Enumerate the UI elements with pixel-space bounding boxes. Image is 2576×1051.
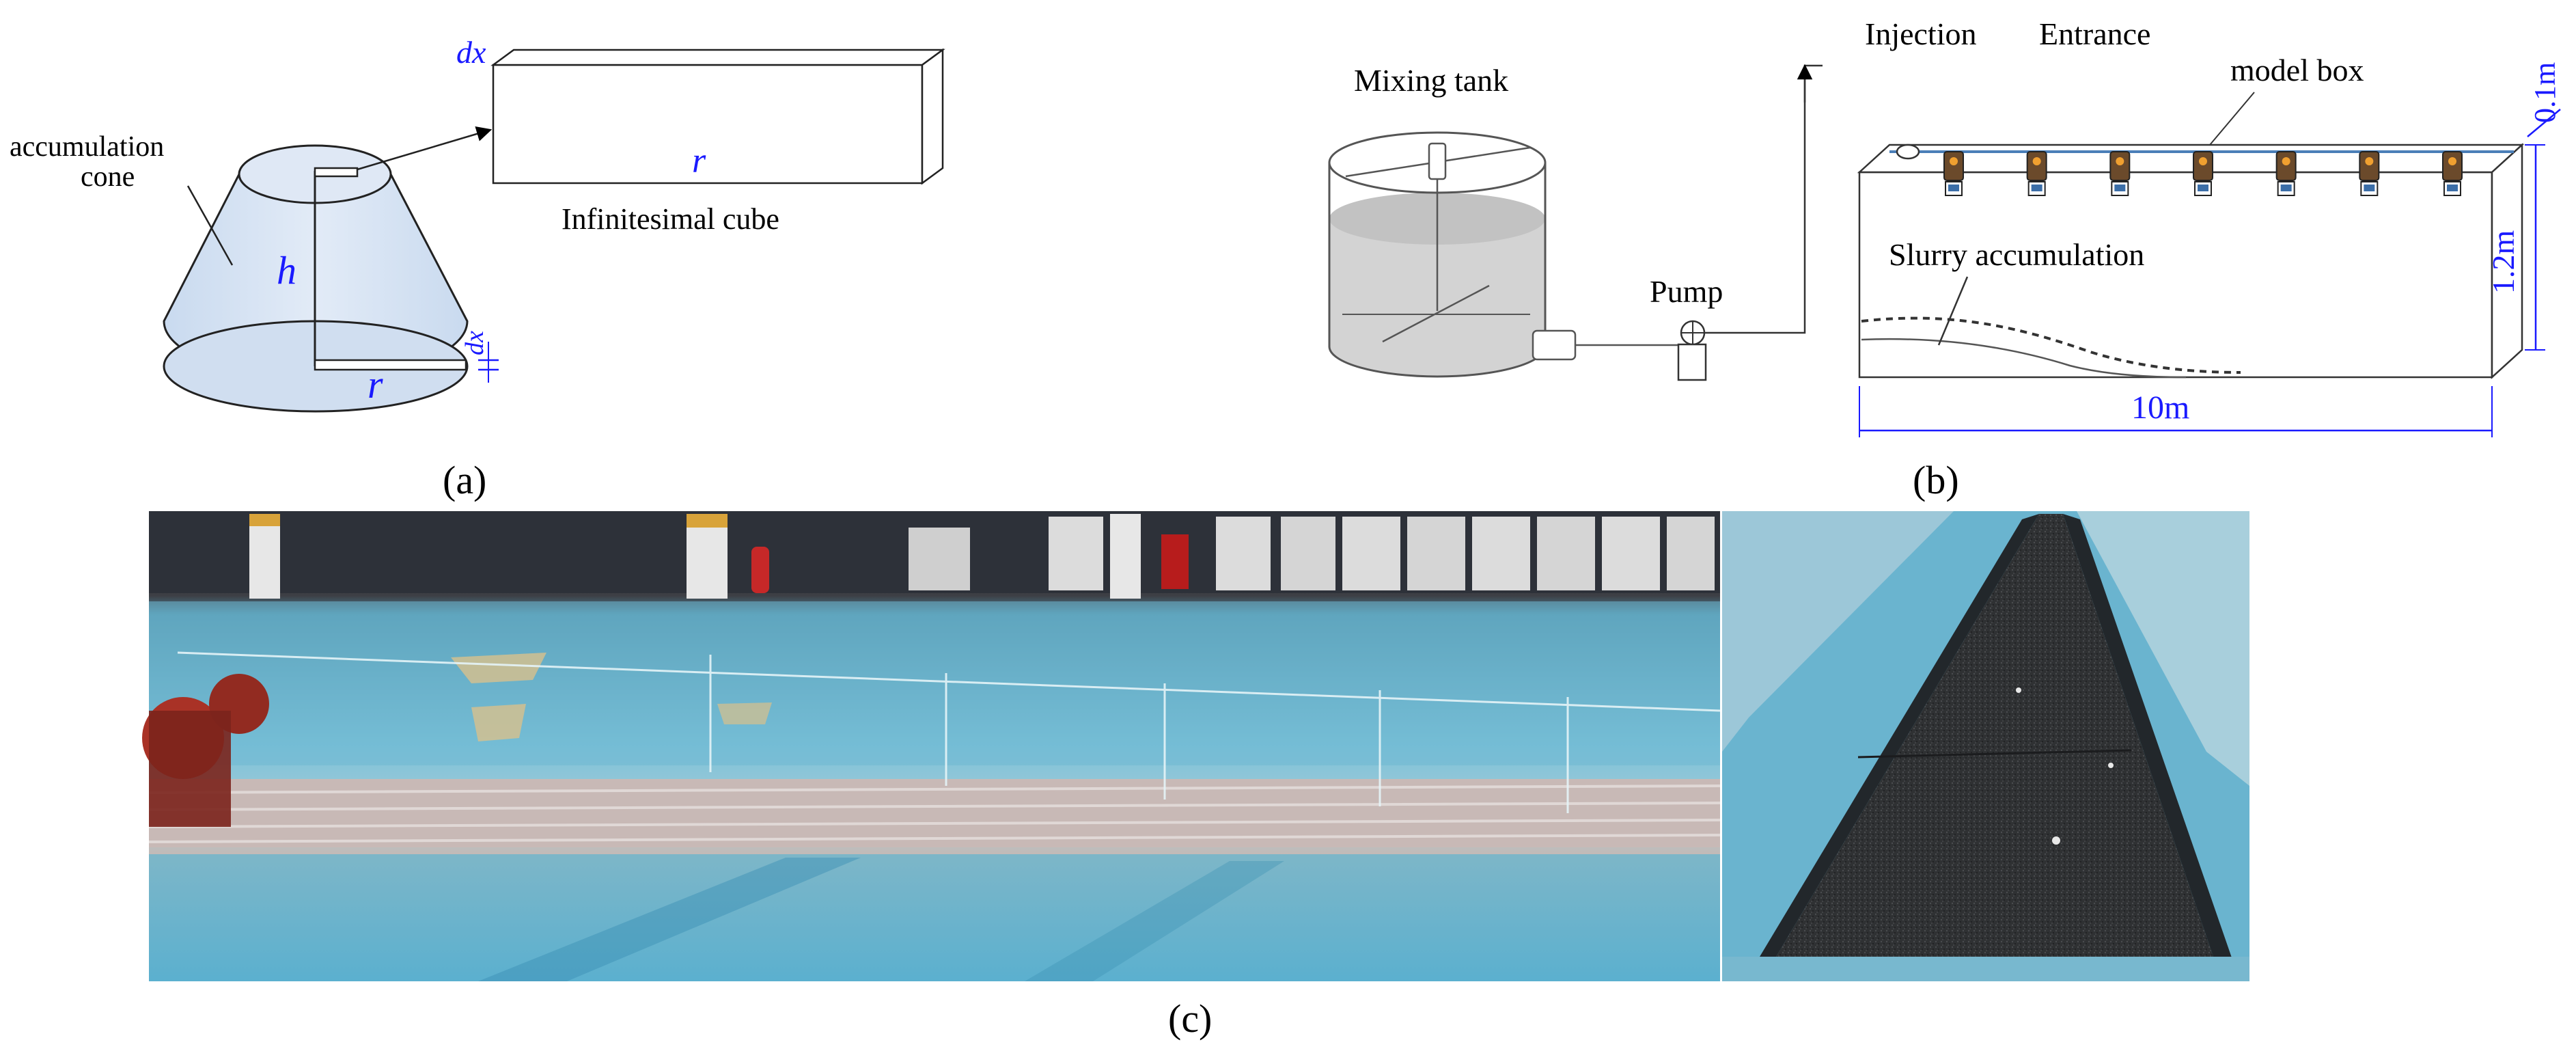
panel-c: (c): [142, 511, 2249, 1041]
panel-a-label: (a): [443, 458, 486, 502]
right-photo: [1722, 511, 2249, 981]
sensor-icon: [2109, 151, 2131, 196]
entrance-label: Entrance: [2039, 16, 2150, 51]
sensor-icon: [2275, 151, 2297, 196]
sensor-icon: [2359, 151, 2380, 196]
cube-front-face: [492, 64, 924, 185]
sensor-row: [1943, 151, 2463, 196]
model-box-label: model box: [2230, 53, 2364, 87]
panel-c-label: (c): [1168, 996, 1212, 1041]
radius-variable: r: [368, 362, 383, 407]
model-box-front: [1858, 171, 2493, 379]
slurry-profile-dashed: [1861, 316, 2241, 374]
cone-label-line1: accumulation: [10, 131, 164, 163]
width-dim-line: [2527, 109, 2561, 137]
width-dim-label: 0.1m: [2528, 62, 2562, 123]
slurry-label-leader: [1937, 276, 1969, 346]
model-box-leader: [2209, 92, 2255, 146]
left-photo: [142, 511, 1721, 981]
sensor-icon: [1943, 151, 1964, 196]
pump-label: Pump: [1650, 274, 1723, 309]
sensor-icon: [2193, 151, 2213, 196]
cone-label-line2: cone: [81, 161, 135, 193]
injection-hole: [1896, 144, 1920, 160]
panel-b-label: (b): [1913, 458, 1959, 502]
cube-dx-variable: dx: [456, 35, 486, 70]
slurry-accumulation-label: Slurry accumulation: [1889, 237, 2144, 272]
length-dim-label: 10m: [2131, 390, 2189, 426]
mixing-tank-label: Mixing tank: [1354, 63, 1508, 98]
height-variable: h: [277, 248, 296, 292]
radius-slice: [314, 359, 467, 371]
sensor-icon: [2026, 151, 2047, 196]
tank-outlet: [1532, 329, 1577, 361]
injection-label: Injection: [1865, 16, 1977, 51]
panel-a: accumulation cone h r dx dx r Infinitesi…: [10, 35, 945, 502]
height-dim-label: 1.2m: [2486, 230, 2521, 295]
sensor-icon: [2442, 151, 2463, 196]
cube-caption: Infinitesimal cube: [562, 202, 779, 236]
mixer-motor: [1428, 142, 1447, 180]
cube-r-variable: r: [692, 141, 706, 180]
cube-top-face: [490, 49, 945, 66]
top-slice: [314, 167, 359, 178]
panel-b: Pump Mixing tank Injection Entrance mode…: [1328, 16, 2562, 502]
pump-body: [1677, 343, 1707, 381]
slurry-profile-solid: [1861, 338, 2187, 379]
flume-bed: [1776, 514, 2213, 957]
cone-label-leader: [186, 185, 234, 266]
model-box-side: [2491, 143, 2523, 379]
slice-to-cube-arrow: [357, 126, 493, 171]
dx-variable: dx: [460, 331, 489, 355]
cube-side-face: [921, 48, 944, 185]
injection-pipe: [1704, 64, 1823, 334]
